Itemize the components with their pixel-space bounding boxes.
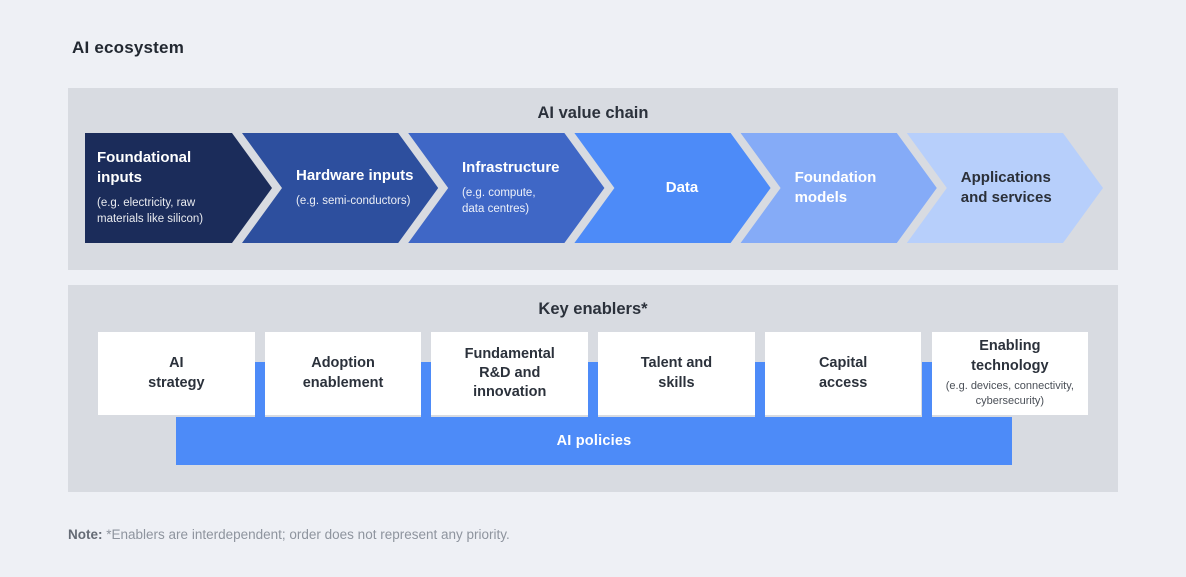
enabler-connector [254, 362, 265, 417]
stage-title: Foundation models [794, 169, 877, 206]
arrow-foundational-inputs [85, 133, 272, 243]
value-chain-arrows [85, 133, 1103, 243]
stage-subtitle: (e.g. semi-conductors) [296, 195, 411, 208]
stage-label-applications-services: Applications and services [961, 133, 1101, 243]
enabler-label: Fundamental R&D and innovation [464, 345, 555, 401]
enabler-box-capital-access: Capital access [764, 332, 922, 415]
page-title: AI ecosystem [72, 38, 185, 57]
enabler-box-fundamental-rd-innovation: Fundamental R&D and innovation [431, 332, 589, 415]
stage-subtitle: (e.g. electricity, raw materials like si… [97, 196, 204, 226]
stage-label-foundational-inputs: Foundational inputs (e.g. electricity, r… [97, 133, 237, 243]
enabler-connector [921, 362, 932, 417]
stage-label-foundation-models: Foundation models [795, 133, 935, 243]
footnote-label: Note: [68, 527, 103, 542]
enabler-box-enabling-technology: Enabling technology (e.g. devices, conne… [931, 332, 1089, 415]
enabler-label: Capital access [818, 355, 868, 391]
stage-title: Foundational inputs [97, 148, 192, 186]
stage-subtitle: (e.g. compute, data centres) [462, 186, 536, 216]
arrow-infrastructure [408, 133, 605, 243]
enabler-connector [588, 362, 599, 417]
key-enablers-panel: Key enablers* AI policies AI strategy Ad… [68, 285, 1118, 492]
enabler-label: AI strategy [148, 355, 205, 391]
ai-policies-bar: AI policies [176, 417, 1012, 465]
stage-title: Applications and services [960, 169, 1052, 206]
stage-label-infrastructure: Infrastructure (e.g. compute, data centr… [462, 133, 602, 243]
ai-policies-label: AI policies [556, 433, 632, 449]
enabler-box-adoption-enablement: Adoption enablement [264, 332, 422, 415]
enabler-box-talent-skills: Talent and skills [598, 332, 755, 415]
stage-label-hardware-inputs: Hardware inputs (e.g. semi-conductors) [296, 133, 436, 243]
enabler-box-ai-strategy: AI strategy [98, 332, 255, 415]
stage-title: Hardware inputs [296, 167, 414, 185]
footnote-text: *Enablers are interdependent; order does… [106, 527, 510, 542]
arrow-hardware-inputs [242, 133, 439, 243]
arrow-data [574, 133, 771, 243]
stage-title: Infrastructure [462, 158, 560, 176]
arrow-applications-services [906, 133, 1103, 243]
enabler-label: Enabling technology [971, 338, 1049, 374]
stage-title: Data [665, 179, 699, 197]
enabler-label: Talent and skills [640, 355, 713, 391]
stage-label-data: Data [617, 133, 747, 243]
enabler-label: Adoption enablement [302, 355, 384, 391]
footnote: Note: *Enablers are interdependent; orde… [68, 527, 510, 542]
value-chain-header: AI value chain [537, 104, 649, 122]
enabler-subtitle: (e.g. devices, connectivity, cybersecuri… [945, 379, 1074, 408]
arrow-foundation-models [740, 133, 937, 243]
key-enablers-header: Key enablers* [538, 300, 648, 318]
enabler-connector [754, 362, 765, 417]
value-chain-panel: AI value chain Foundational inputs (e.g.… [68, 88, 1118, 270]
enabler-connector [421, 362, 432, 417]
value-chain-row: Foundational inputs (e.g. electricity, r… [85, 133, 1103, 243]
